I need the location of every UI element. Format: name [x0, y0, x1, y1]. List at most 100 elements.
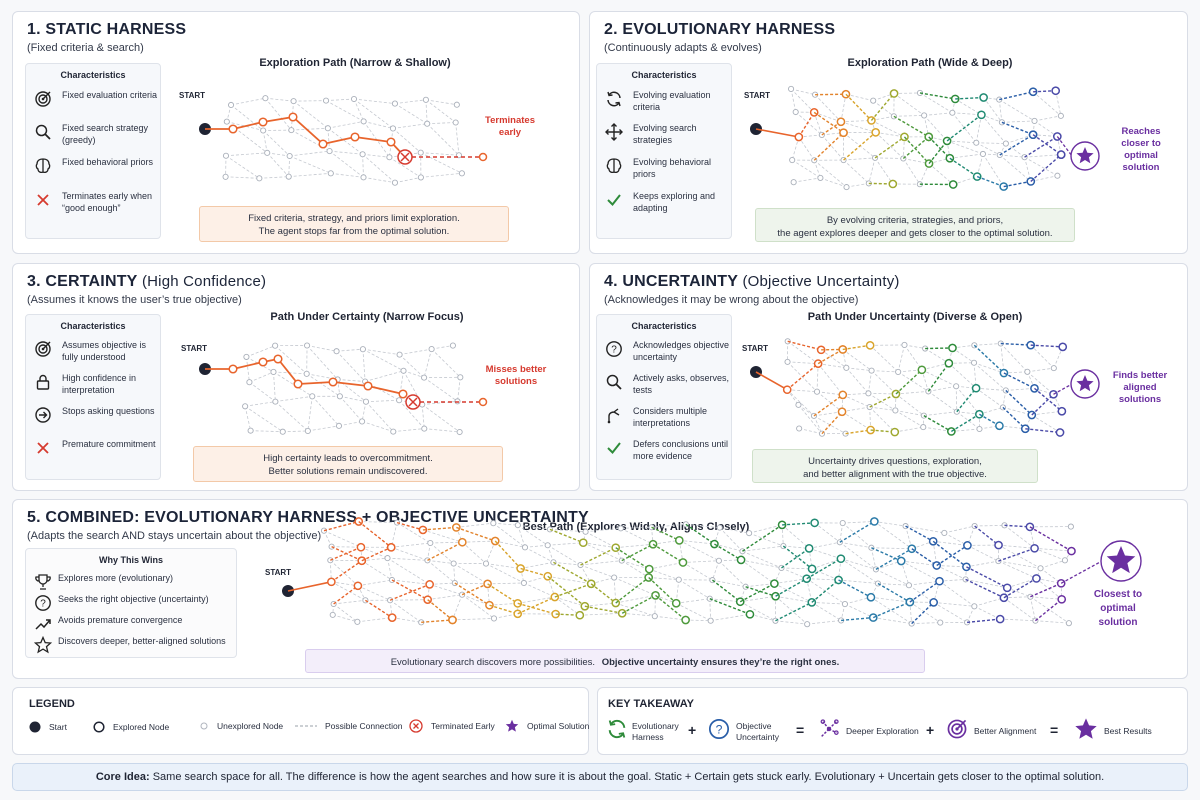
explored-edge [946, 114, 982, 142]
brain-icon [606, 158, 622, 174]
unexplored-node [582, 528, 589, 535]
explored-edge [786, 363, 819, 391]
possible-connection [426, 123, 460, 156]
explored-edge [1033, 90, 1056, 93]
possible-connection [948, 362, 977, 389]
possible-connection [781, 524, 784, 547]
possible-connection [353, 98, 394, 129]
possible-connection [786, 389, 815, 417]
explored-edge [549, 528, 584, 544]
explored-edge [427, 541, 463, 561]
unexplored-node [388, 576, 396, 584]
explored-node [356, 542, 366, 552]
possible-connection [583, 542, 616, 549]
unexplored-node [796, 425, 803, 432]
possible-connection [361, 557, 388, 562]
unexplored-node [242, 403, 249, 410]
explored-node [816, 345, 826, 355]
possible-connection [1003, 371, 1028, 374]
item-text: Actively asks, observes, tests [633, 373, 730, 395]
explored-node [836, 117, 846, 127]
explored-node [839, 128, 848, 138]
explored-node [273, 354, 283, 364]
explored-edge [590, 583, 617, 604]
unexplored-node-icon [200, 722, 208, 730]
explored-node [890, 427, 900, 437]
possible-connection [981, 114, 1003, 123]
svg-text:?: ? [611, 345, 617, 356]
explored-node [644, 573, 654, 582]
panel-title: 4. UNCERTAINTY (Objective Uncertainty) [604, 273, 900, 291]
move-arrows-icon [605, 123, 623, 141]
possible-connection [1034, 547, 1072, 552]
possible-connection [813, 415, 846, 434]
explored-edge [396, 521, 424, 531]
characteristic-item: High confidence in interpretation [34, 372, 162, 396]
panel-caption: Fixed criteria, strategy, and priors lim… [199, 206, 509, 242]
explored-edge [333, 585, 359, 605]
possible-connection [813, 112, 823, 136]
unexplored-node [227, 101, 235, 109]
possible-connection [326, 98, 355, 102]
possible-connection [875, 132, 904, 159]
explored-node [1026, 177, 1036, 186]
unexplored-node [979, 150, 987, 158]
possible-connection [908, 580, 940, 586]
explored-node [586, 579, 596, 589]
possible-connection [655, 594, 677, 604]
possible-connection [517, 524, 550, 530]
possible-connection [976, 387, 1006, 391]
caption-line: High certainty leads to overcommitment. [263, 453, 433, 464]
legend-label: Start [49, 722, 67, 732]
panel-subtitle: (Assumes it knows the user’s true object… [27, 294, 242, 306]
possible-connection [944, 532, 968, 546]
possible-connection [902, 136, 905, 159]
possible-connection [871, 115, 894, 121]
explored-node [866, 592, 876, 602]
path-title: Best Path (Explores Widely, Aligns Close… [522, 521, 750, 533]
item-text: Evolving evaluation criteria [633, 90, 711, 112]
unexplored-node [788, 85, 795, 93]
takeaway-c: Deeper Exploration [846, 726, 919, 736]
unexplored-node [327, 170, 334, 177]
unexplored-node [971, 603, 978, 610]
unexplored-node [1002, 140, 1009, 147]
possible-connection [333, 603, 358, 623]
possible-connection [712, 560, 720, 581]
possible-connection [842, 521, 875, 524]
possible-connection [809, 541, 840, 549]
possible-connection [679, 540, 720, 562]
possible-connection [909, 601, 941, 623]
legend-title: LEGEND [29, 698, 75, 710]
possible-connection [814, 94, 842, 123]
characteristic-item: ? Acknowledges objective uncertainty [605, 339, 733, 363]
explored-node [834, 575, 843, 585]
explored-node [513, 609, 523, 619]
unexplored-node [384, 555, 391, 562]
caption-line: the agent explores deeper and gets close… [777, 228, 1053, 239]
explored-edge [895, 369, 923, 395]
arrow-circle-icon [35, 407, 51, 423]
possible-connection [425, 99, 457, 106]
possible-connection [897, 371, 929, 392]
possible-connection [956, 411, 980, 415]
explored-node [745, 609, 755, 619]
possible-connection [1027, 367, 1054, 373]
possible-connection [923, 411, 957, 417]
unexplored-node [256, 175, 263, 182]
explored-node [258, 357, 268, 367]
possible-connection [813, 415, 823, 434]
possible-connection [787, 361, 819, 365]
panel-subtitle: (Acknowledges it may be wrong about the … [604, 294, 859, 306]
unexplored-node [322, 97, 330, 104]
possible-connection [517, 524, 548, 546]
possible-connection [431, 348, 461, 378]
possible-connection [840, 120, 872, 123]
legend-optimal: Optimal Solution [505, 719, 589, 733]
explored-edge [648, 576, 677, 604]
possible-connection [875, 560, 902, 570]
unexplored-node [772, 617, 779, 624]
possible-connection [648, 577, 679, 581]
explored-edge [361, 546, 392, 562]
explored-edge [262, 116, 294, 123]
